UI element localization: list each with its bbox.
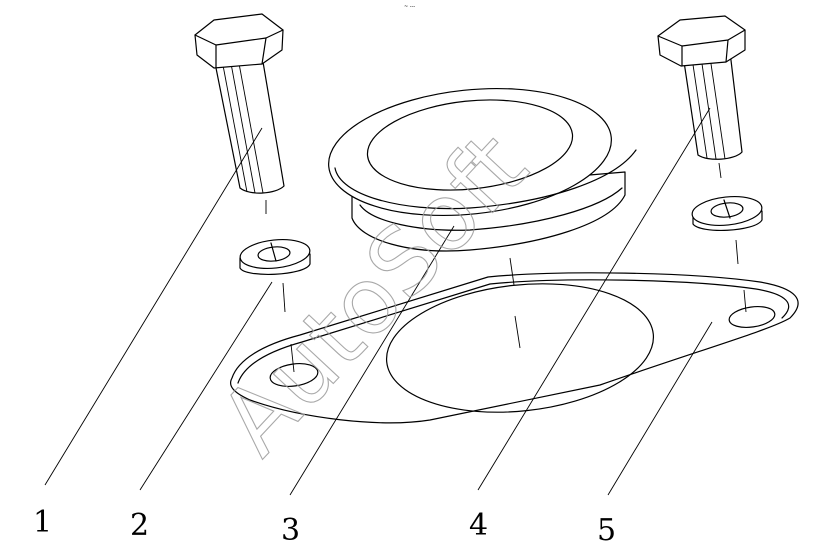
lock-washer-right [691, 196, 763, 231]
center-lines [282, 239, 747, 373]
bolt-right-part-4 [657, 15, 746, 179]
flange-seal-part-3 [328, 87, 637, 252]
callout-4: 4 [469, 508, 488, 543]
leader-lines [44, 107, 713, 496]
callout-3: 3 [281, 513, 300, 548]
top-note: ~ --- [404, 4, 415, 10]
bolt-left-part-1 [194, 13, 285, 214]
gasket-part-5 [229, 272, 799, 424]
callout-1: 1 [33, 505, 52, 540]
callout-2: 2 [130, 508, 149, 543]
lock-washer-left-part-2 [239, 239, 311, 275]
callout-5: 5 [597, 513, 616, 548]
